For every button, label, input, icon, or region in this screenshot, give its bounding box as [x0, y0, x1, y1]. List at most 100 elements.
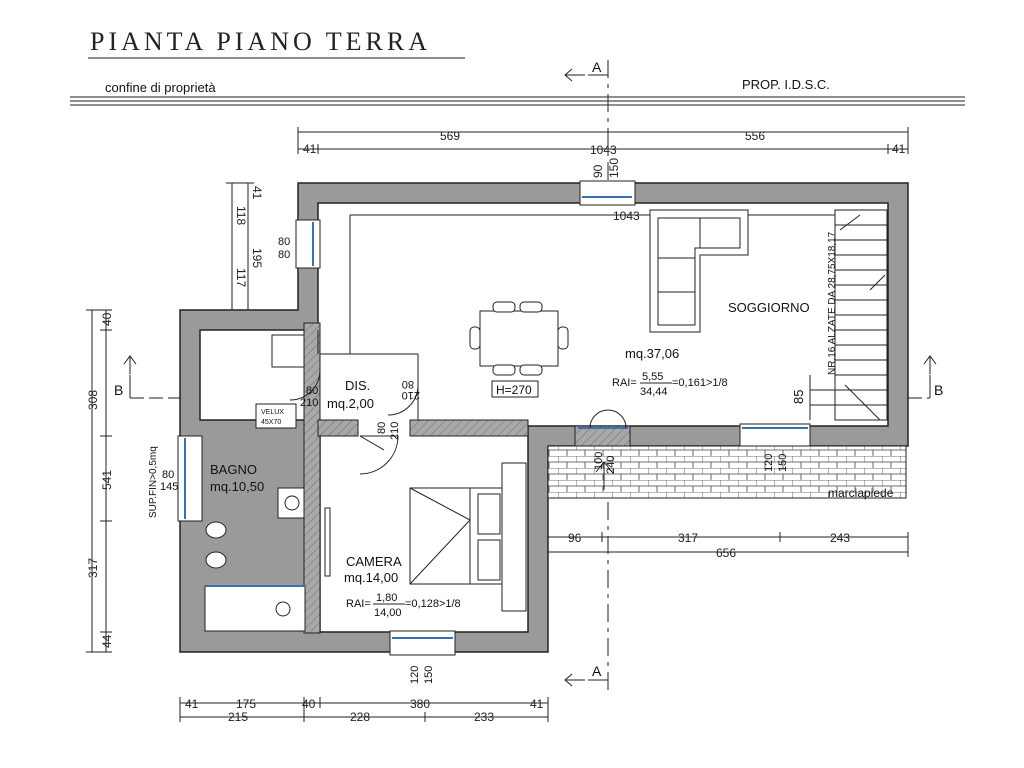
room-dis-name: DIS. — [345, 378, 370, 393]
section-marker-a-top — [564, 68, 608, 82]
door-swings — [289, 369, 419, 475]
staircase — [809, 209, 888, 421]
opening-soggiorno-120: 120 — [763, 454, 775, 472]
dining-table — [469, 301, 569, 376]
opening-bagno-80: 80 — [162, 469, 174, 481]
svg-text:34,44: 34,44 — [640, 386, 668, 398]
top-dimension-lines — [297, 127, 909, 154]
property-boundary — [70, 96, 965, 106]
dim-right-243: 243 — [830, 531, 850, 545]
dim-top-569: 569 — [440, 129, 460, 143]
dim-window-top-150: 150 — [607, 158, 621, 178]
room-dis-area: mq.2,00 — [327, 396, 374, 411]
svg-text:=0,128>1/8: =0,128>1/8 — [405, 598, 461, 610]
bathroom-fixtures — [204, 334, 306, 632]
dim-bottom-40: 40 — [302, 697, 316, 711]
opening-bagno-145: 145 — [160, 481, 178, 493]
section-marker-b-right — [908, 355, 937, 399]
dim-left-308: 308 — [86, 390, 100, 410]
windows — [177, 180, 811, 656]
dim-bottom-215: 215 — [228, 710, 248, 724]
stair-dim-85: 85 — [791, 390, 806, 404]
dim-upper-117: 117 — [234, 268, 248, 287]
room-soggiorno-name: SOGGIORNO — [728, 300, 810, 315]
opening-camera-bottom-150: 150 — [423, 666, 435, 684]
sofa — [649, 209, 749, 333]
dim-bottom-233: 233 — [474, 710, 494, 724]
dim-left-317: 317 — [86, 558, 100, 578]
dim-upper-41: 41 — [250, 186, 264, 200]
dim-bottom-380: 380 — [410, 697, 430, 711]
velux-label: VELUX — [261, 409, 284, 416]
svg-text:RAI=: RAI= — [346, 598, 371, 610]
opening-camera-210: 210 — [389, 422, 401, 440]
exterior-walls — [179, 182, 909, 653]
svg-text:1,80: 1,80 — [376, 592, 397, 604]
height-label: H=270 — [496, 383, 532, 397]
room-bagno-name: BAGNO — [210, 462, 257, 477]
velux-size: 45X70 — [261, 419, 281, 426]
section-a-bottom-label: A — [592, 663, 602, 679]
dim-top-41-left: 41 — [303, 142, 317, 156]
dim-left-44: 44 — [100, 634, 114, 648]
section-marker-b-left — [123, 355, 180, 399]
dim-right-656: 656 — [716, 546, 736, 560]
dim-upper-118: 118 — [234, 206, 248, 225]
opening-soggiorno-150: 150 — [777, 454, 789, 472]
section-b-left-label: B — [114, 382, 123, 398]
property-owner-label: PROP. I.D.S.C. — [742, 77, 830, 92]
dim-inner-1043: 1043 — [613, 209, 640, 223]
svg-text:=0,161>1/8: =0,161>1/8 — [672, 377, 728, 389]
room-soggiorno-area: mq.37,06 — [625, 346, 679, 361]
opening-80-a: 80 — [278, 236, 290, 248]
sup-fin-note: SUP.FIN>0,5mq — [148, 446, 159, 518]
opening-80-b: 80 — [278, 249, 290, 261]
dim-bottom-41-right: 41 — [530, 697, 544, 711]
section-a-top-label: A — [592, 59, 602, 75]
sidewalk — [547, 445, 907, 499]
height-tag — [491, 380, 539, 398]
dim-bottom-175: 175 — [236, 697, 256, 711]
opening-dis-80: 80 — [306, 385, 318, 397]
bed — [409, 462, 527, 612]
svg-text:5,55: 5,55 — [642, 371, 663, 383]
dim-bottom-228: 228 — [350, 710, 370, 724]
rai-camera: RAI= 1,80 14,00 =0,128>1/8 — [346, 592, 461, 619]
opening-dis-210: 210 — [300, 397, 318, 409]
dim-bottom-41-left: 41 — [185, 697, 199, 711]
opening-front-240: 240 — [605, 456, 617, 474]
section-b-right-label: B — [934, 382, 943, 398]
opening-dis2-210: 210 — [402, 389, 420, 401]
stair-note: NR.16 ALZATE DA 28,75X18,17 — [827, 231, 838, 375]
dim-upper-195: 195 — [250, 248, 264, 268]
dim-right-317: 317 — [678, 531, 698, 545]
room-camera-name: CAMERA — [346, 554, 402, 569]
rai-soggiorno: RAI= 5,55 34,44 =0,161>1/8 — [612, 371, 728, 398]
section-marker-a-bottom — [564, 673, 608, 687]
dim-top-556: 556 — [745, 129, 765, 143]
drawing-title: PIANTA PIANO TERRA — [90, 27, 431, 56]
opening-camera-bottom-120: 120 — [409, 666, 421, 684]
dim-window-top-90: 90 — [591, 164, 605, 178]
bottom-dimension-lines — [179, 697, 549, 722]
right-dimension-lines — [547, 532, 909, 557]
dim-top-41-right: 41 — [892, 142, 906, 156]
room-bagno-area: mq.10,50 — [210, 479, 264, 494]
opening-camera-80: 80 — [376, 422, 388, 434]
confine-label: confine di proprietà — [105, 80, 216, 95]
dim-top-1043: 1043 — [590, 143, 617, 157]
sidewalk-label: marciapiede — [828, 486, 894, 500]
dim-right-96: 96 — [568, 531, 582, 545]
svg-text:14,00: 14,00 — [374, 607, 402, 619]
wardrobe — [324, 507, 331, 577]
svg-text:RAI=: RAI= — [612, 377, 637, 389]
dim-left-40: 40 — [100, 312, 114, 326]
dim-left-541: 541 — [100, 470, 114, 490]
opening-front-100: 100 — [593, 452, 605, 470]
interior-walls — [303, 214, 888, 634]
left-dimension-lines — [86, 182, 254, 653]
room-camera-area: mq.14,00 — [344, 570, 398, 585]
entrance-arrow-icon — [595, 461, 613, 490]
opening-dis2-80: 80 — [402, 378, 414, 390]
